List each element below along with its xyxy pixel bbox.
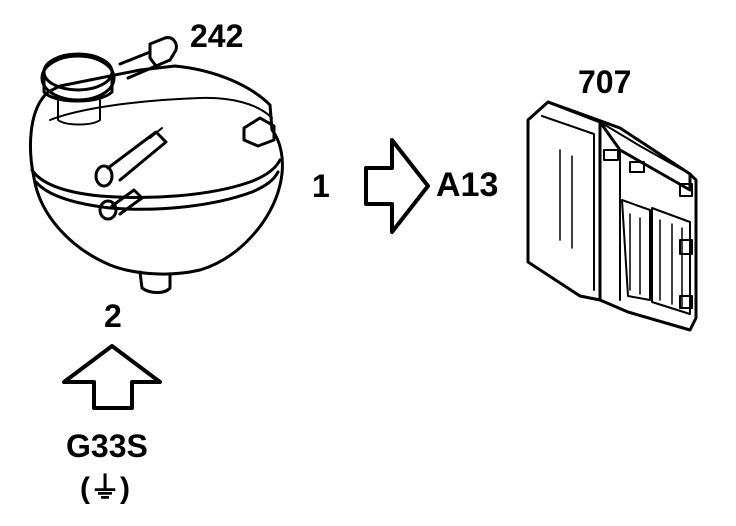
connection-2-label: 2 [104,298,122,334]
right-arrow-icon [364,138,430,234]
ground-icon: (⏚) [80,472,130,505]
target-a13-label: A13 [436,166,499,204]
up-arrow-icon [62,344,162,410]
tank-reference-label: 242 [190,18,244,54]
expansion-tank-drawing [29,36,284,294]
connection-1-label: 1 [312,168,330,204]
source-g33s-label: G33S [66,428,148,464]
control-module-drawing [526,100,698,332]
module-reference-label: 707 [578,64,632,100]
